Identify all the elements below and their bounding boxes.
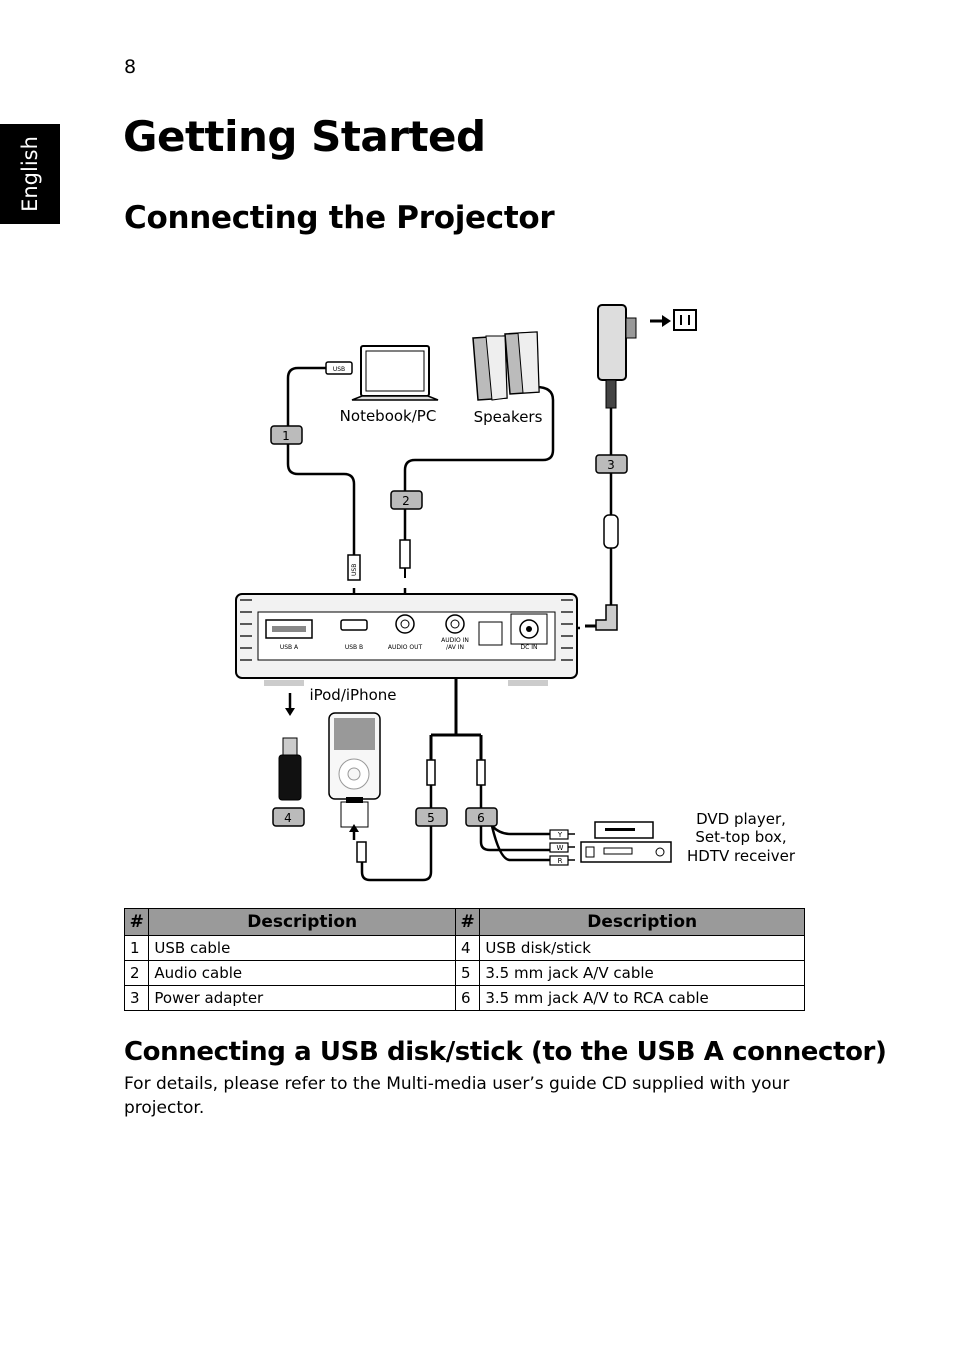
projector-icon <box>235 593 578 686</box>
rca-cable-red <box>479 785 550 852</box>
audio-jack-plug-icon <box>399 539 411 578</box>
callout-4-label: 4 <box>284 811 292 825</box>
page-number: 8 <box>124 56 137 78</box>
table-cell: Audio cable <box>148 960 456 986</box>
subsection-title: Connecting a USB disk/stick (to the USB … <box>124 1037 887 1067</box>
table-header-row: # Description # Description <box>123 908 805 936</box>
language-tab: English <box>0 124 60 224</box>
rca-label-r: R <box>558 857 563 865</box>
callout-2: 2 <box>390 490 423 510</box>
usb-cable <box>286 366 356 555</box>
rca-plugs-icon <box>549 829 575 866</box>
av-y-cable <box>429 640 483 760</box>
table-row: 3 Power adapter 6 3.5 mm jack A/V to RCA… <box>123 985 805 1011</box>
table-cell: 6 <box>454 985 481 1011</box>
table-cell: 2 <box>123 960 150 986</box>
callout-3: 3 <box>595 454 628 474</box>
table-header-num: # <box>123 908 150 936</box>
table-header-num: # <box>454 908 481 936</box>
port-label-audio-in: AUDIO IN <box>441 637 469 644</box>
usb-b-plug-icon: USB <box>347 554 361 581</box>
connection-diagram: USB Notebook/PC Speakers USB <box>235 304 796 882</box>
dvd-label-line1: DVD player, <box>696 810 786 828</box>
port-label-dc-in: DC IN <box>521 644 538 651</box>
rca-label-w: W <box>557 844 564 852</box>
usb-b-plug-label: USB <box>351 564 358 576</box>
callout-3-label: 3 <box>607 458 615 472</box>
subsection-body: For details, please refer to the Multi-m… <box>124 1074 790 1118</box>
dvd-label-line3: HDTV receiver <box>687 847 796 865</box>
av-jack-cable <box>360 785 433 882</box>
dvd-player-icon <box>580 821 672 863</box>
table-cell: Power adapter <box>148 985 456 1011</box>
table-header-description: Description <box>148 908 456 936</box>
speakers-label: Speakers <box>474 408 543 426</box>
ipod-icon <box>328 712 381 863</box>
dc-plug-icon <box>585 604 618 631</box>
speakers-icon <box>472 331 540 401</box>
table-cell: 1 <box>123 935 150 961</box>
callout-5-label: 5 <box>427 811 435 825</box>
table-cell: USB cable <box>148 935 456 961</box>
notebook-icon <box>351 345 439 401</box>
callout-5: 5 <box>415 807 448 827</box>
callout-1-label: 1 <box>282 429 290 443</box>
audio-cable <box>403 385 555 540</box>
usb-plug-icon: USB <box>325 361 353 375</box>
table-header-description: Description <box>479 908 805 936</box>
port-label-usb-a: USB A <box>280 644 299 651</box>
language-tab-label: English <box>18 136 42 212</box>
av-jack-plugs-icon <box>426 748 486 786</box>
callout-4: 4 <box>272 807 305 827</box>
connection-table: # Description # Description 1 USB cable … <box>123 908 805 1011</box>
table-row: 2 Audio cable 5 3.5 mm jack A/V cable <box>123 960 805 986</box>
power-adapter-icon <box>597 304 637 409</box>
section-title: Connecting the Projector <box>124 200 555 236</box>
callout-1: 1 <box>270 425 303 445</box>
arrow-right-icon <box>650 315 671 327</box>
table-cell: 3.5 mm jack A/V to RCA cable <box>479 985 805 1011</box>
ipod-label: iPod/iPhone <box>309 686 396 704</box>
table-row: 1 USB cable 4 USB disk/stick <box>123 935 805 961</box>
table-cell: USB disk/stick <box>479 935 805 961</box>
port-label-av-in: /AV IN <box>446 644 464 651</box>
rca-label-y: Y <box>557 831 563 839</box>
table-cell: 4 <box>454 935 481 961</box>
dvd-label-line2: Set-top box, <box>695 828 786 846</box>
usb-stick-icon <box>278 693 302 801</box>
table-cell: 5 <box>454 960 481 986</box>
table-cell: 3.5 mm jack A/V cable <box>479 960 805 986</box>
power-cable-ferrite <box>603 514 619 549</box>
callout-6: 6 <box>465 807 498 827</box>
wall-outlet-icon <box>673 309 697 331</box>
port-label-usb-b: USB B <box>345 644 363 651</box>
rca-cable-yellow-white <box>490 825 550 862</box>
usb-plug-label: USB <box>333 366 345 373</box>
port-label-audio-out: AUDIO OUT <box>388 644 423 651</box>
callout-6-label: 6 <box>477 811 485 825</box>
page-title: Getting Started <box>123 112 486 161</box>
notebook-label: Notebook/PC <box>340 407 437 425</box>
table-cell: 3 <box>123 985 150 1011</box>
callout-2-label: 2 <box>402 494 410 508</box>
